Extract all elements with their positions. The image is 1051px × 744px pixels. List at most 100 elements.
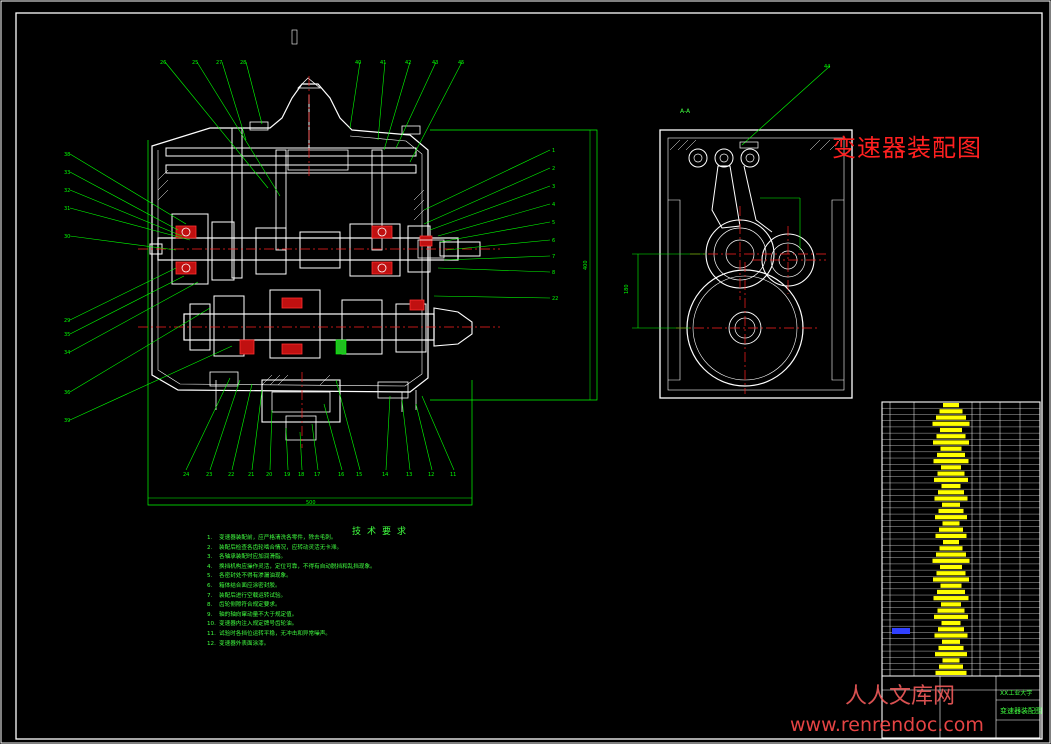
svg-text:33: 33 bbox=[64, 170, 70, 176]
svg-text:19: 19 bbox=[284, 472, 290, 478]
svg-text:39: 39 bbox=[64, 418, 70, 424]
title-block-drawing-name: 变速器装配图 bbox=[1000, 707, 1042, 715]
svg-text:5: 5 bbox=[552, 220, 555, 226]
svg-text:180: 180 bbox=[624, 284, 630, 294]
svg-text:30: 30 bbox=[64, 234, 70, 240]
table-name-cell-highlight bbox=[939, 546, 963, 551]
svg-text:23: 23 bbox=[206, 472, 212, 478]
watermark-url: www.renrendoc.com bbox=[790, 714, 984, 736]
svg-text:4: 4 bbox=[552, 202, 555, 208]
table-name-cell-highlight bbox=[936, 571, 966, 576]
svg-text:40: 40 bbox=[355, 60, 361, 66]
table-name-cell-highlight bbox=[937, 471, 965, 476]
table-name-cell-highlight bbox=[933, 596, 969, 601]
svg-text:41: 41 bbox=[380, 60, 386, 66]
tech-item: 3.各轴承装配时应加润滑脂。 bbox=[207, 554, 287, 561]
table-name-cell-highlight bbox=[935, 515, 967, 520]
table-name-cell-highlight bbox=[933, 440, 969, 445]
svg-text:26: 26 bbox=[160, 60, 166, 66]
table-name-cell-highlight bbox=[934, 614, 968, 619]
table-name-cell-highlight bbox=[938, 508, 964, 514]
svg-text:6: 6 bbox=[552, 238, 555, 244]
tech-item: 9.轴的轴向窜动量不大于规定值。 bbox=[207, 611, 298, 618]
table-name-cell-highlight bbox=[941, 465, 961, 470]
svg-text:14: 14 bbox=[382, 472, 388, 478]
tech-item: 11.试验时各挡位运转平稳，无冲击和异常噪声。 bbox=[207, 630, 331, 637]
tech-item: 8.齿轮侧隙符合规定要求。 bbox=[207, 602, 281, 609]
tech-item: 7.装配后进行空载运转试验。 bbox=[207, 592, 287, 599]
tech-item: 1.变速器装配前，应严格清洗各零件，除去毛刺。 bbox=[207, 535, 337, 541]
table-name-cell-highlight bbox=[940, 564, 962, 570]
drawing-title: 变速器装配图 bbox=[832, 134, 982, 162]
table-name-cell-highlight bbox=[939, 409, 963, 414]
svg-text:13: 13 bbox=[406, 472, 412, 478]
table-name-cell-highlight bbox=[938, 490, 964, 495]
svg-text:400: 400 bbox=[583, 260, 589, 270]
svg-text:1: 1 bbox=[552, 148, 555, 154]
table-name-cell-highlight bbox=[939, 664, 963, 669]
table-name-cell-highlight bbox=[940, 446, 962, 451]
svg-text:2: 2 bbox=[552, 166, 555, 172]
svg-text:22: 22 bbox=[228, 472, 234, 478]
tech-item: 2.装配后检查各齿轮啮合情况，应转动灵活无卡滞。 bbox=[207, 544, 343, 551]
table-name-cell-highlight bbox=[942, 521, 960, 526]
table-name-cell-highlight bbox=[937, 589, 965, 595]
svg-text:20: 20 bbox=[266, 472, 272, 478]
tech-item: 10.变速器内注入规定牌号齿轮油。 bbox=[207, 621, 298, 628]
table-name-cell-highlight bbox=[937, 608, 965, 613]
svg-text:17: 17 bbox=[314, 472, 320, 478]
svg-text:22: 22 bbox=[552, 296, 558, 302]
table-name-cell-highlight bbox=[934, 477, 968, 482]
tech-requirements-list: 1.变速器装配前，应严格清洗各零件，除去毛刺。 2.装配后检查各齿轮啮合情况，应… bbox=[207, 534, 376, 649]
table-name-cell-highlight bbox=[937, 452, 965, 458]
table-name-cell-highlight bbox=[942, 502, 960, 507]
svg-text:16: 16 bbox=[338, 472, 344, 478]
svg-text:12: 12 bbox=[428, 472, 434, 478]
table-name-cell-highlight bbox=[935, 533, 967, 538]
svg-text:24: 24 bbox=[183, 472, 189, 478]
svg-text:43: 43 bbox=[432, 60, 438, 66]
svg-text:3: 3 bbox=[552, 184, 555, 190]
table-name-cell-highlight bbox=[936, 434, 966, 439]
table-name-cell-highlight bbox=[934, 633, 968, 638]
title-block-school: XX工业大学 bbox=[1000, 690, 1033, 697]
table-name-cell-highlight bbox=[942, 658, 960, 663]
svg-text:29: 29 bbox=[64, 318, 70, 324]
table-name-cell-highlight bbox=[935, 670, 967, 675]
svg-text:500: 500 bbox=[306, 500, 316, 506]
svg-text:18: 18 bbox=[298, 472, 304, 478]
svg-text:32: 32 bbox=[64, 188, 70, 194]
svg-text:27: 27 bbox=[216, 60, 222, 66]
table-name-cell-highlight bbox=[932, 558, 970, 563]
svg-text:36: 36 bbox=[64, 390, 70, 396]
table-name-cell-highlight bbox=[936, 415, 966, 420]
tech-item: 6.箱体结合面应涂密封胶。 bbox=[207, 582, 281, 589]
table-name-cell-highlight bbox=[939, 527, 963, 532]
table-name-cell-highlight bbox=[941, 620, 961, 626]
table-name-cell-highlight bbox=[938, 645, 964, 651]
table-name-cell-highlight bbox=[941, 483, 961, 489]
table-name-cell-highlight bbox=[943, 540, 959, 545]
table-name-cell-highlight bbox=[933, 577, 969, 582]
table-name-cell-highlight bbox=[942, 639, 960, 644]
tech-requirements-title: 技术要求 bbox=[352, 527, 413, 537]
side-view: 44 180 bbox=[624, 64, 853, 399]
table-name-cell-highlight bbox=[943, 403, 959, 408]
svg-text:31: 31 bbox=[64, 206, 70, 212]
table-name-cell-highlight bbox=[934, 496, 968, 501]
table-name-cell-highlight bbox=[938, 627, 964, 632]
tech-item: 4.换挡机构应操作灵活，定位可靠，不得有自动脱挡和乱挡现象。 bbox=[207, 563, 376, 570]
tech-item: 5.各密封处不得有渗漏油现象。 bbox=[207, 573, 292, 580]
table-name-cell-highlight bbox=[940, 427, 962, 433]
svg-text:28: 28 bbox=[240, 60, 246, 66]
svg-text:35: 35 bbox=[64, 332, 70, 338]
svg-text:44: 44 bbox=[824, 64, 830, 70]
section-label: A-A bbox=[680, 108, 691, 115]
parts-list-table bbox=[881, 401, 1041, 739]
table-name-cell-highlight bbox=[940, 583, 962, 588]
svg-text:42: 42 bbox=[405, 60, 411, 66]
svg-text:45: 45 bbox=[458, 60, 464, 66]
